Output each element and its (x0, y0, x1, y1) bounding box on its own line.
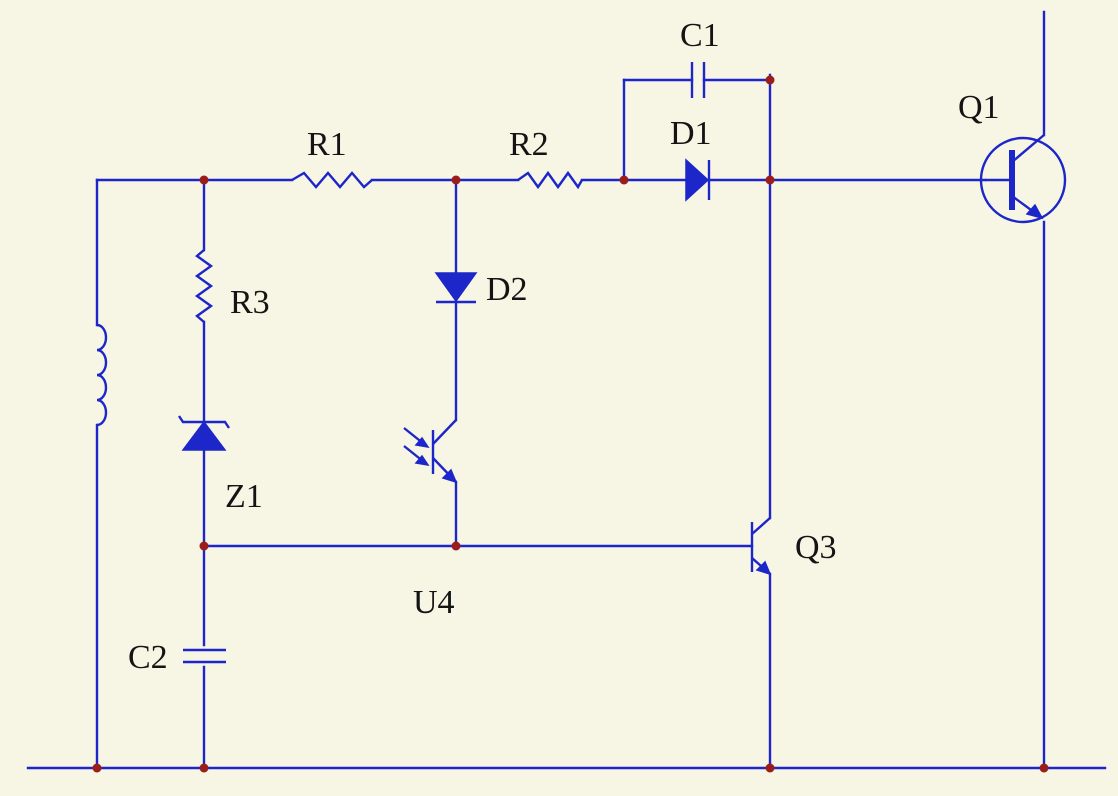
u4-light-arrowhead-1 (414, 436, 430, 449)
label-r1: R1 (307, 126, 347, 163)
r1-resistor (291, 171, 373, 189)
label-c2: C2 (128, 639, 168, 676)
label-z1: Z1 (225, 478, 263, 515)
junction-dot (765, 175, 775, 185)
junction-dot (765, 75, 775, 85)
label-c1: C1 (680, 17, 720, 54)
r2-resistor (517, 170, 584, 190)
inductor-symbol (96, 323, 108, 427)
label-d1: D1 (670, 115, 712, 152)
label-u4: U4 (413, 584, 455, 621)
junction-dot (619, 175, 629, 185)
junction-dot (451, 541, 461, 551)
label-r3: R3 (230, 284, 270, 321)
q1-collector (1011, 134, 1045, 163)
q3-collector (751, 517, 771, 535)
q1-body (979, 136, 1067, 224)
junction-dot (199, 763, 209, 773)
q3-emitter-arrow (755, 560, 772, 576)
junction-dot (199, 541, 209, 551)
label-r2: R2 (509, 126, 549, 163)
label-d2: D2 (486, 271, 528, 308)
junction-dot (92, 763, 102, 773)
z1-zener-bar (178, 415, 230, 429)
junction-dot (1039, 763, 1049, 773)
label-q1: Q1 (958, 89, 1000, 126)
r3-resistor (194, 249, 214, 323)
u4-light-arrowhead-2 (414, 454, 430, 467)
d2-diode-triangle (434, 272, 478, 303)
d1-diode-triangle (685, 158, 710, 202)
q1-emitter-arrow (1025, 203, 1044, 220)
junction-dot (199, 175, 209, 185)
u4-emitter-arrow (441, 468, 458, 484)
u4-collector (432, 419, 457, 445)
label-q3: Q3 (795, 529, 837, 566)
junction-dot (451, 175, 461, 185)
z1-zener-triangle (181, 420, 227, 451)
junction-dot (765, 763, 775, 773)
